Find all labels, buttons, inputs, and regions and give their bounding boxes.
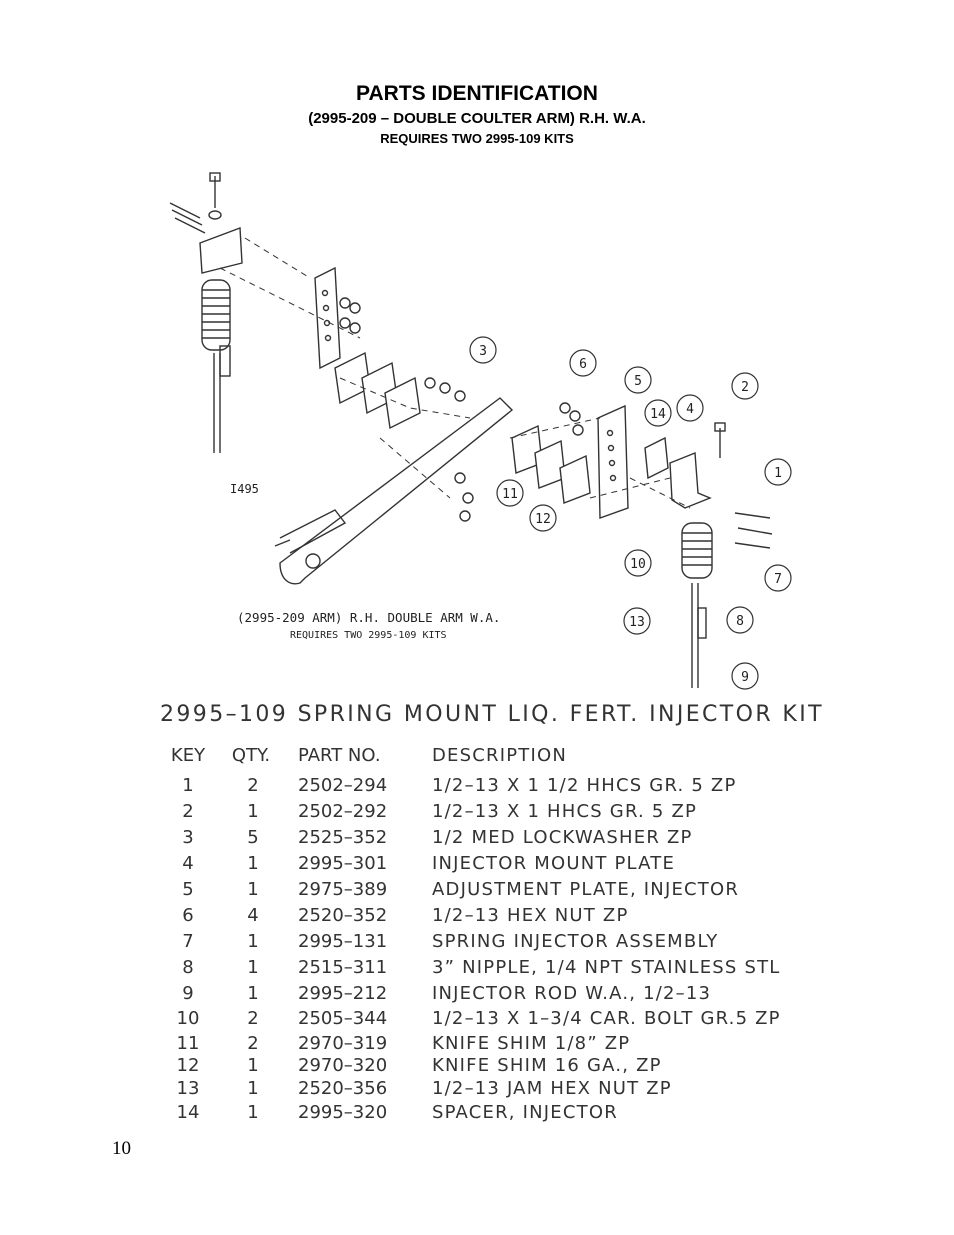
callout-9: 9 bbox=[741, 670, 749, 685]
arm-pivot-pin bbox=[274, 539, 291, 547]
coulter-arm bbox=[279, 397, 514, 585]
part-number-cell: 2525–352 bbox=[298, 827, 388, 848]
part-number-cell: 2995–212 bbox=[298, 983, 388, 1004]
description-cell: KNIFE SHIM 1/8” ZP bbox=[432, 1033, 631, 1054]
kit-requirement-note: REQUIRES TWO 2995-109 KITS bbox=[380, 131, 574, 146]
callout-circles bbox=[469, 336, 792, 690]
shim-left-3 bbox=[384, 376, 421, 430]
description-cell: INJECTOR MOUNT PLATE bbox=[432, 853, 676, 874]
key-cell: 8 bbox=[182, 957, 194, 978]
callout-14: 14 bbox=[650, 407, 666, 422]
key-cell: 3 bbox=[182, 827, 194, 848]
callout-8: 8 bbox=[736, 614, 744, 629]
left-spring-assembly bbox=[201, 279, 231, 453]
key-cell: 14 bbox=[176, 1102, 200, 1123]
part-number-cell: 2995–131 bbox=[298, 931, 388, 952]
key-cell: 10 bbox=[176, 1008, 200, 1029]
description-cell: ADJUSTMENT PLATE, INJECTOR bbox=[432, 879, 740, 900]
callout-6: 6 bbox=[579, 357, 587, 372]
right-spring-assembly bbox=[681, 522, 713, 688]
callout-5: 5 bbox=[634, 374, 642, 389]
page-subtitle: (2995-209 – DOUBLE COULTER ARM) R.H. W.A… bbox=[308, 110, 646, 127]
col-description: DESCRIPTION bbox=[432, 745, 568, 766]
col-key: KEY bbox=[170, 745, 206, 766]
key-cell: 13 bbox=[176, 1078, 200, 1099]
col-qty: QTY. bbox=[231, 745, 271, 766]
kit-title: 2995–109 SPRING MOUNT LIQ. FERT. INJECTO… bbox=[160, 702, 824, 727]
key-cell: 11 bbox=[176, 1033, 200, 1054]
top-mount-bracket bbox=[199, 227, 243, 274]
callout-13: 13 bbox=[629, 615, 645, 630]
callout-1: 1 bbox=[774, 466, 782, 481]
callout-4: 4 bbox=[686, 402, 694, 417]
page-number: 10 bbox=[112, 1138, 131, 1159]
qty-cell: 1 bbox=[247, 879, 259, 900]
drawing-caption-note: REQUIRES TWO 2995-109 KITS bbox=[290, 630, 447, 641]
part-number-cell: 2520–352 bbox=[298, 905, 388, 926]
description-cell: SPACER, INJECTOR bbox=[432, 1102, 618, 1123]
key-cell: 6 bbox=[182, 905, 194, 926]
drawing-caption: (2995-209 ARM) R.H. DOUBLE ARM W.A. bbox=[237, 610, 500, 625]
key-cell: 5 bbox=[182, 879, 194, 900]
description-cell: 1/2–13 X 1–3/4 CAR. BOLT GR.5 ZP bbox=[432, 1008, 781, 1029]
description-cell: 1/2 MED LOCKWASHER ZP bbox=[432, 827, 693, 848]
col-part-no: PART NO. bbox=[298, 745, 381, 766]
qty-cell: 5 bbox=[247, 827, 259, 848]
callout-11: 11 bbox=[502, 487, 518, 502]
callout-12: 12 bbox=[535, 512, 551, 527]
adjustment-plate bbox=[597, 404, 629, 519]
part-number-cell: 2520–356 bbox=[298, 1078, 388, 1099]
arm-mount-plate bbox=[314, 266, 341, 370]
key-cell: 12 bbox=[176, 1055, 200, 1076]
qty-cell: 1 bbox=[247, 1102, 259, 1123]
callout-2: 2 bbox=[741, 380, 749, 395]
part-number-cell: 2515–311 bbox=[298, 957, 388, 978]
description-cell: 1/2–13 X 1 1/2 HHCS GR. 5 ZP bbox=[432, 775, 737, 796]
qty-cell: 1 bbox=[247, 853, 259, 874]
qty-cell: 1 bbox=[247, 983, 259, 1004]
description-cell: 1/2–13 JAM HEX NUT ZP bbox=[432, 1078, 672, 1099]
callout-10: 10 bbox=[630, 557, 646, 572]
key-cell: 7 bbox=[182, 931, 194, 952]
part-number-cell: 2975–389 bbox=[298, 879, 388, 900]
description-cell: SPRING INJECTOR ASSEMBLY bbox=[432, 931, 719, 952]
drawing-id: I495 bbox=[230, 482, 259, 496]
qty-cell: 2 bbox=[247, 1033, 259, 1054]
shim-right-3 bbox=[559, 454, 591, 504]
qty-cell: 2 bbox=[247, 775, 259, 796]
description-cell: 1/2–13 X 1 HHCS GR. 5 ZP bbox=[432, 801, 698, 822]
qty-cell: 1 bbox=[247, 801, 259, 822]
part-number-cell: 2970–320 bbox=[298, 1055, 388, 1076]
part-number-cell: 2502–294 bbox=[298, 775, 388, 796]
injector-mount-plate bbox=[669, 451, 712, 509]
part-number-cell: 2502–292 bbox=[298, 801, 388, 822]
key-cell: 4 bbox=[182, 853, 194, 874]
qty-cell: 1 bbox=[247, 931, 259, 952]
key-cell: 1 bbox=[182, 775, 194, 796]
qty-cell: 4 bbox=[247, 905, 259, 926]
part-number-cell: 2995–301 bbox=[298, 853, 388, 874]
qty-cell: 2 bbox=[247, 1008, 259, 1029]
description-cell: 3” NIPPLE, 1/4 NPT STAINLESS STL bbox=[432, 957, 781, 978]
qty-cell: 1 bbox=[247, 1055, 259, 1076]
spacer-injector bbox=[644, 436, 669, 480]
part-number-cell: 2505–344 bbox=[298, 1008, 388, 1029]
exploded-parts-diagram: 3 2 6 5 4 14 1 7 8 9 10 11 12 13 I495 (2… bbox=[169, 172, 792, 690]
hardware-nuts bbox=[339, 297, 584, 522]
description-cell: INJECTOR ROD W.A., 1/2–13 bbox=[432, 983, 712, 1004]
page-title: PARTS IDENTIFICATION bbox=[356, 82, 598, 105]
qty-cell: 1 bbox=[247, 1078, 259, 1099]
description-cell: 1/2–13 HEX NUT ZP bbox=[432, 905, 629, 926]
key-cell: 2 bbox=[182, 801, 194, 822]
description-cell: KNIFE SHIM 16 GA., ZP bbox=[432, 1055, 662, 1076]
qty-cell: 1 bbox=[247, 957, 259, 978]
part-number-cell: 2970–319 bbox=[298, 1033, 388, 1054]
part-number-cell: 2995–320 bbox=[298, 1102, 388, 1123]
callout-7: 7 bbox=[774, 572, 782, 587]
key-cell: 9 bbox=[182, 983, 194, 1004]
callout-3: 3 bbox=[479, 344, 487, 359]
